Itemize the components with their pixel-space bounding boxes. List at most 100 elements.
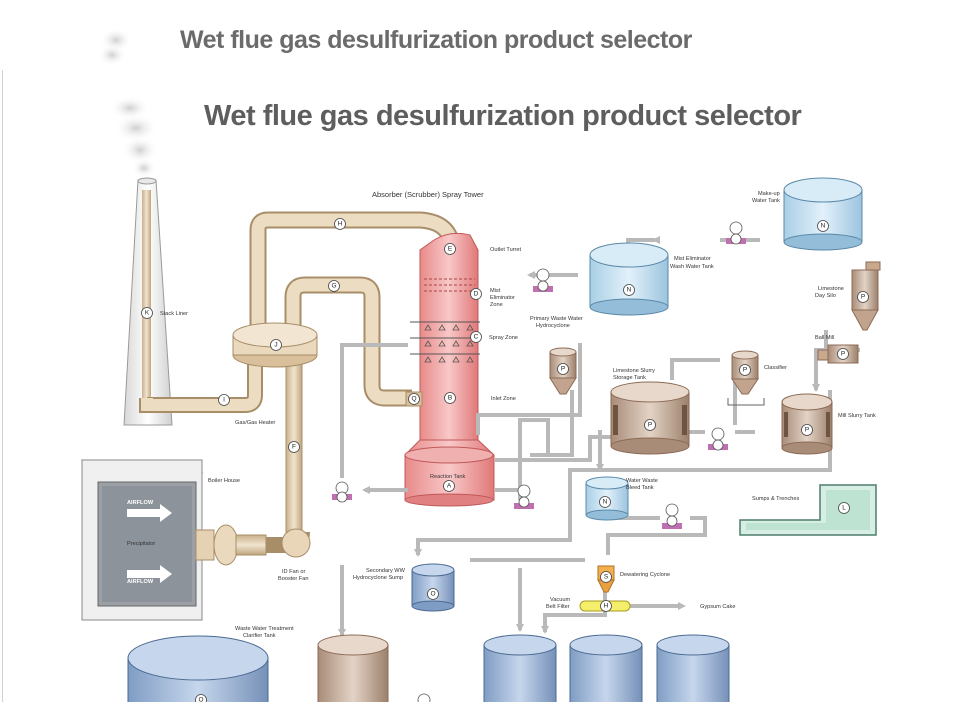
slurry-storage-label-2: Storage Tank <box>613 375 646 381</box>
callout-p-storage: P <box>648 422 652 429</box>
gypsum-label: Gypsum Cake <box>700 604 735 610</box>
callout-p-silo: P <box>861 294 865 301</box>
mill-slurry-tank <box>781 393 833 455</box>
callout-i: I <box>223 397 225 404</box>
smoke-plume <box>110 96 158 178</box>
callout-n-makeup: N <box>821 223 826 230</box>
stack <box>123 177 173 426</box>
airflow-label-top: AIRFLOW <box>127 500 154 506</box>
diagram-panel <box>2 70 964 702</box>
inlet-zone-label: Inlet Zone <box>491 396 516 402</box>
boiler-house <box>80 459 204 621</box>
diagram-title: Wet flue gas desulfurization product sel… <box>204 100 802 132</box>
mist-zone-label-1: Mist <box>490 288 501 294</box>
limestone-slurry-storage-tank <box>610 381 690 455</box>
callout-d: D <box>474 291 479 298</box>
makeup-label-1: Make-up <box>758 191 780 197</box>
stack-liner-label: Stack Liner <box>160 311 188 317</box>
pump-icon <box>417 693 431 702</box>
smoke-plume-top <box>98 28 132 66</box>
precipitator-label: Precipitator <box>127 541 155 547</box>
silo-label-2: Day Silo <box>815 293 836 299</box>
mist-zone-label-2: Eliminator <box>490 295 515 301</box>
reaction-tank-label: Reaction Tank <box>430 474 466 480</box>
sumps-and-trenches <box>739 484 877 536</box>
outlet-turret-label: Outlet Turret <box>490 247 522 253</box>
callout-o: O <box>430 591 435 598</box>
bleed-label-2: Bleed Tank <box>626 485 654 491</box>
makeup-water-tank <box>783 177 863 251</box>
callout-n-bleed: N <box>603 499 608 506</box>
bleed-label-1: Water Waste <box>626 478 658 484</box>
callout-p-classifier: P <box>743 367 747 374</box>
primary-hc-label-1: Primary Waste Water <box>530 316 583 322</box>
mist-zone-label-3: Zone <box>490 302 503 308</box>
callout-s: S <box>604 574 609 581</box>
flow-arrows <box>338 236 820 637</box>
callout-h-filter: H <box>604 603 609 610</box>
limestone-day-silo <box>851 261 881 331</box>
callout-e: E <box>448 246 453 253</box>
secondary-label-1: Secondary WW <box>366 568 406 574</box>
callout-n-wash: N <box>627 287 632 294</box>
sumps-label: Sumps & Trenches <box>752 496 799 502</box>
tower-title: Absorber (Scrubber) Spray Tower <box>372 190 484 199</box>
makeup-label-2: Water Tank <box>752 198 780 204</box>
airflow-label-bottom: AIRFLOW <box>127 579 154 585</box>
process-piping <box>340 238 860 635</box>
callout-l: L <box>842 505 846 512</box>
bottom-blue-tank-2 <box>569 634 643 702</box>
primary-hc-label-2: Hydrocyclone <box>536 323 570 329</box>
silo-label-1: Limestone <box>818 286 844 292</box>
pump-icon <box>332 481 352 503</box>
letter-callouts <box>141 218 869 702</box>
boiler-house-label: Boiler House <box>208 478 240 484</box>
callout-q: Q <box>411 396 416 403</box>
bottom-blue-tank-1 <box>483 634 557 702</box>
classifier <box>727 350 765 406</box>
callout-g: G <box>331 283 336 290</box>
slurry-storage-label-1: Limestone Slurry <box>613 368 655 374</box>
secondary-hydrocyclone-sump <box>411 563 455 612</box>
id-fan <box>195 524 267 566</box>
mist-wash-label-2: Wash Water Tank <box>670 264 714 270</box>
classifier-label: Classifier <box>764 365 787 371</box>
secondary-label-2: Hydrocyclone Sump <box>353 575 403 581</box>
pump-icons <box>332 221 746 702</box>
bottom-brown-tank <box>317 634 389 702</box>
callout-j: J <box>274 342 277 349</box>
absorber-spray-tower <box>404 232 495 507</box>
callout-a: A <box>447 483 452 490</box>
callout-f: F <box>292 444 296 451</box>
spray-zone-label: Spray Zone <box>489 335 518 341</box>
mill-slurry-label: Mill Slurry Tank <box>838 413 876 419</box>
clarifier-label-1: Waste Water Treatment <box>235 626 294 632</box>
bottom-blue-tank-3 <box>656 634 730 702</box>
id-fan-label-1: ID Fan or <box>282 569 305 575</box>
callout-b: B <box>448 395 452 402</box>
pump-icon <box>708 427 728 451</box>
callout-p-hydrocyclone: P <box>561 366 565 373</box>
callout-o-clarifier: O <box>198 697 203 702</box>
callout-p-mill: P <box>841 351 845 358</box>
clarifier-tank <box>127 635 269 702</box>
header-title: Wet flue gas desulfurization product sel… <box>180 26 692 54</box>
pump-icon <box>726 221 746 245</box>
mist-wash-label-1: Mist Eliminator <box>674 256 711 262</box>
pump-icon <box>662 503 682 529</box>
callout-h: H <box>338 221 343 228</box>
clarifier-label-2: Clarifier Tank <box>243 633 276 639</box>
vacuum-label-1: Vacuum <box>550 597 570 603</box>
callout-p-millslurry: P <box>805 427 809 434</box>
vacuum-label-2: Belt Filter <box>546 604 570 610</box>
ball-mill-label: Ball Mill <box>815 335 834 341</box>
mist-eliminator-wash-tank <box>589 242 669 316</box>
callout-k: K <box>145 310 150 317</box>
id-fan-label-2: Booster Fan <box>278 576 308 582</box>
pump-icon <box>533 268 553 292</box>
pump-icon <box>514 484 534 509</box>
dewatering-label: Dewatering Cyclone <box>620 572 670 578</box>
gas-heater-label: Gas/Gas Heater <box>235 420 276 426</box>
callout-c: C <box>474 334 479 341</box>
